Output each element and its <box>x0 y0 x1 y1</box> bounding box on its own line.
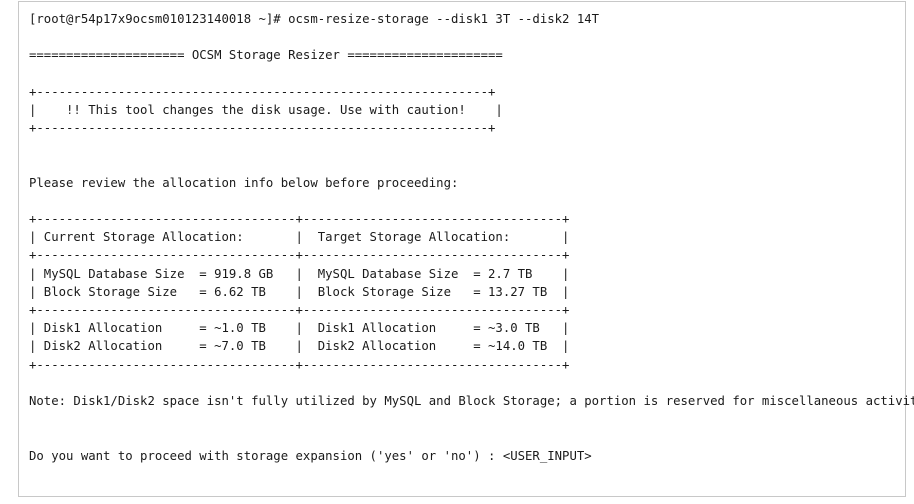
terminal-output: [root@r54p17x9ocsm010123140018 ~]# ocsm-… <box>29 10 914 465</box>
allocation-table-border: +-----------------------------------+---… <box>29 357 570 372</box>
allocation-table-row: | MySQL Database Size = 919.8 GB | MySQL… <box>29 266 570 281</box>
command-prompt-line: [root@r54p17x9ocsm010123140018 ~]# ocsm-… <box>29 12 600 26</box>
allocation-table-border: +-----------------------------------+---… <box>29 248 570 263</box>
warning-box-bottom: +---------------------------------------… <box>29 121 496 136</box>
allocation-table-row: | Disk1 Allocation = ~1.0 TB | Disk1 All… <box>29 321 570 336</box>
blank-line <box>29 156 914 174</box>
allocation-table-row: | Block Storage Size = 6.62 TB | Block S… <box>29 284 570 299</box>
warning-message: | !! This tool changes the disk usage. U… <box>29 102 503 117</box>
allocation-table-border: +-----------------------------------+---… <box>29 303 570 317</box>
blank-line <box>29 28 914 46</box>
terminal-window[interactable]: [root@r54p17x9ocsm010123140018 ~]# ocsm-… <box>18 1 914 497</box>
allocation-table-row: | Disk2 Allocation = ~7.0 TB | Disk2 All… <box>29 339 570 354</box>
blank-line <box>29 410 914 428</box>
allocation-table-border: +-----------------------------------+---… <box>29 212 570 227</box>
blank-line <box>29 65 914 83</box>
warning-box-top: +---------------------------------------… <box>29 84 496 99</box>
review-instruction: Please review the allocation info below … <box>29 175 459 190</box>
blank-line <box>29 192 914 210</box>
blank-line <box>29 137 914 155</box>
blank-line <box>29 428 914 446</box>
proceed-prompt[interactable]: Do you want to proceed with storage expa… <box>29 448 592 463</box>
allocation-table-header: | Current Storage Allocation: | Target S… <box>29 230 570 245</box>
storage-note: Note: Disk1/Disk2 space isn't fully util… <box>29 393 914 408</box>
blank-line <box>29 374 914 392</box>
tool-banner: ===================== OCSM Storage Resiz… <box>29 48 503 63</box>
